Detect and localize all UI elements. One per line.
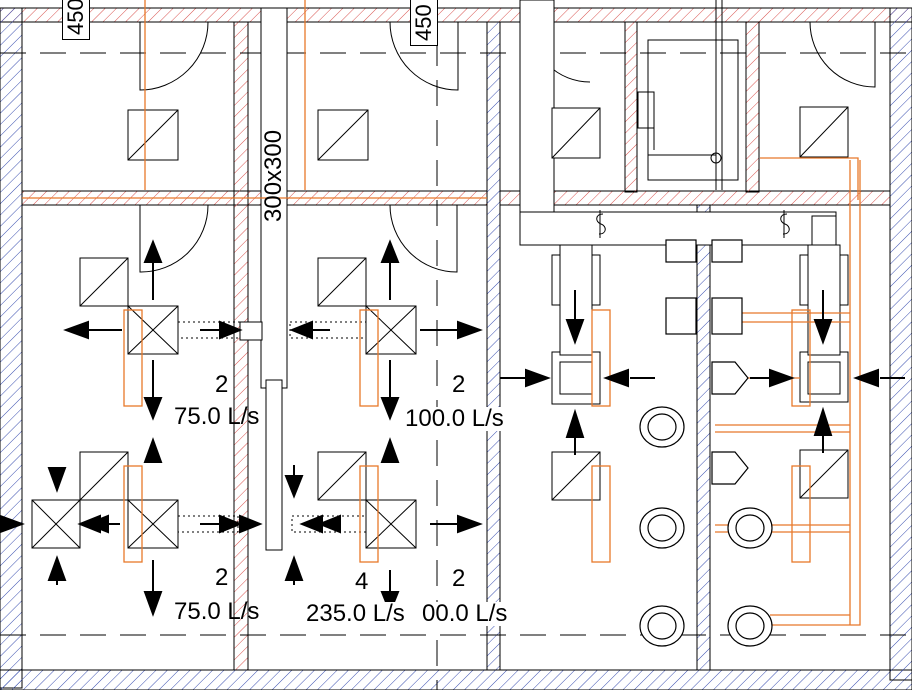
wall-shaft: [624, 21, 638, 193]
flow-count: 2: [452, 371, 466, 398]
wall-right: [889, 7, 912, 681]
flow-count: 4: [355, 568, 369, 595]
wall-bottom: [0, 669, 912, 690]
wall-left: [0, 7, 23, 689]
wall-partition-2: [486, 21, 501, 671]
wall-partition-3: [696, 204, 711, 671]
flow-rate: 100.0 L/s: [405, 405, 504, 432]
wall-mid-horizontal-right: [499, 190, 891, 206]
flow-count: 2: [215, 564, 229, 591]
flow-rate: 235.0 L/s: [306, 600, 405, 627]
shaft-equipment: [637, 0, 739, 190]
flow-rate: 75.0 L/s: [174, 403, 260, 430]
plumbing-fixtures: [639, 239, 773, 647]
duct-size-label: 300x300: [260, 129, 287, 222]
walls: [0, 7, 912, 690]
flow-rate: 00.0 L/s: [422, 600, 508, 627]
flow-count: 2: [215, 371, 229, 398]
wall-top: [0, 7, 912, 23]
flow-arrows: [0, 239, 905, 617]
flow-count: 2: [452, 565, 466, 592]
side-tag-left: 450: [62, 0, 90, 40]
side-tag-right: 450: [410, 0, 438, 46]
wall-partition-1: [233, 21, 249, 671]
damper-symbols: [596, 210, 790, 238]
flow-rate: 75.0 L/s: [174, 598, 260, 625]
wall-shaft-2: [745, 21, 760, 193]
